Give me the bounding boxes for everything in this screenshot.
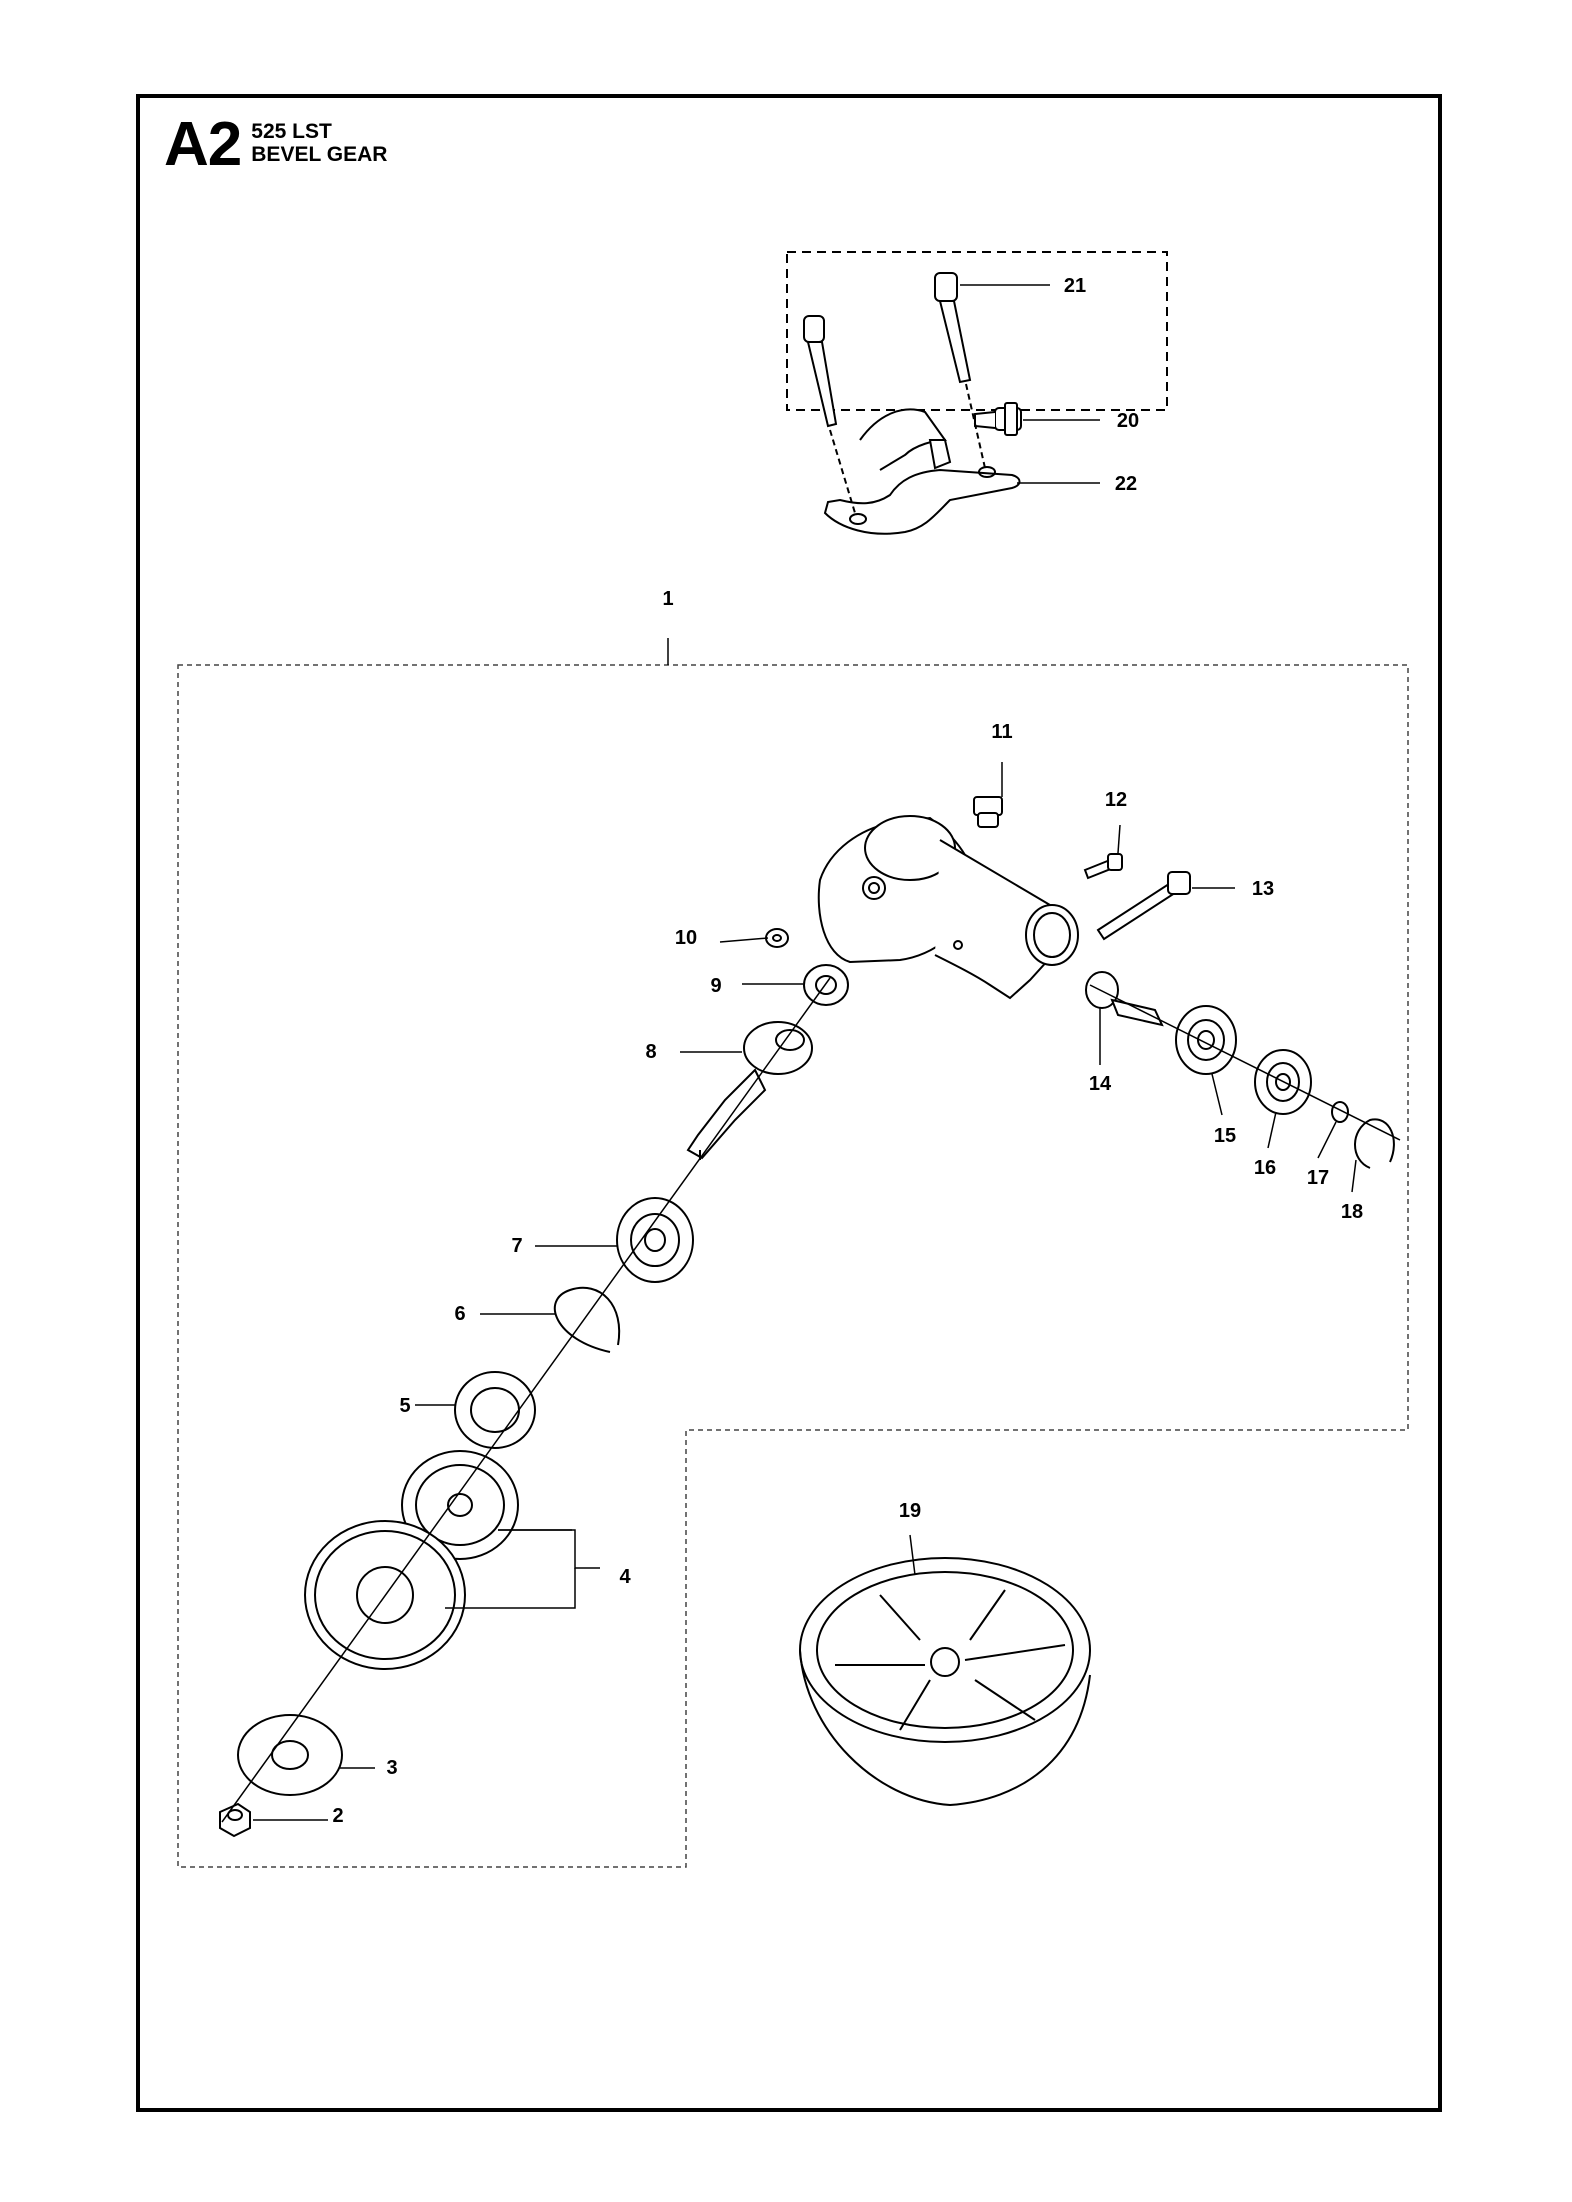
clamp-bracket [823,408,1021,535]
callout-18: 18 [1341,1201,1363,1223]
callout-8: 8 [645,1041,656,1063]
callout-2: 2 [332,1805,343,1827]
callout-21: 21 [1064,275,1086,297]
callout-13: 13 [1252,878,1274,900]
washer-3 [237,1714,343,1796]
callout-6: 6 [454,1303,465,1325]
callout-7: 7 [511,1235,522,1257]
seal-5 [454,1371,536,1449]
callout-3: 3 [386,1757,397,1779]
title-block: 525 LST BEVEL GEAR [251,120,387,166]
callout-12: 12 [1105,789,1127,811]
circlip-6 [553,1286,621,1353]
clamp-screw-21 [934,272,972,384]
callout-10: 10 [675,927,697,949]
callout-labels: 1 2 3 4 5 6 7 8 9 10 11 12 13 14 15 16 1… [332,275,1363,1827]
washer-17 [1331,1101,1349,1123]
page-frame [136,94,1442,2112]
callout-1: 1 [662,588,673,610]
pinion-14 [1085,971,1164,1027]
needle-bearing-9 [803,964,849,1006]
bearing-7 [616,1197,694,1283]
callout-14: 14 [1089,1073,1112,1095]
callout-16: 16 [1254,1157,1276,1179]
bevel-gear-shaft-8 [686,1021,813,1160]
bearing-15 [1175,1005,1237,1075]
callout-22: 22 [1115,473,1137,495]
clamp-bolt-20 [974,402,1022,436]
bevel-gear-assembly-group-box [177,664,1409,1868]
model-label: 525 LST [251,120,332,143]
sheet-code: A2 [164,110,242,179]
nut-2 [219,1802,251,1838]
callout-17: 17 [1307,1167,1329,1189]
page-header: A2 525 LST BEVEL GEAR [164,114,387,176]
callout-20: 20 [1117,410,1139,432]
plug-11 [973,796,1003,828]
screw-12 [1083,853,1123,880]
callout-5: 5 [399,1395,410,1417]
callout-4: 4 [619,1566,631,1588]
callout-9: 9 [710,975,721,997]
clamp-screw-left [803,315,838,428]
screw-10 [765,928,789,948]
callout-15: 15 [1214,1125,1236,1147]
leader-lines [253,284,1357,1821]
screw-13 [1096,871,1191,941]
guard-19 [799,1557,1091,1807]
callout-19: 19 [899,1500,921,1522]
circlip-18 [1354,1118,1395,1169]
callout-11: 11 [991,721,1012,743]
gear-housing [817,815,1079,1000]
clamp-kit-group-box [786,251,1168,411]
section-label: BEVEL GEAR [251,143,388,166]
